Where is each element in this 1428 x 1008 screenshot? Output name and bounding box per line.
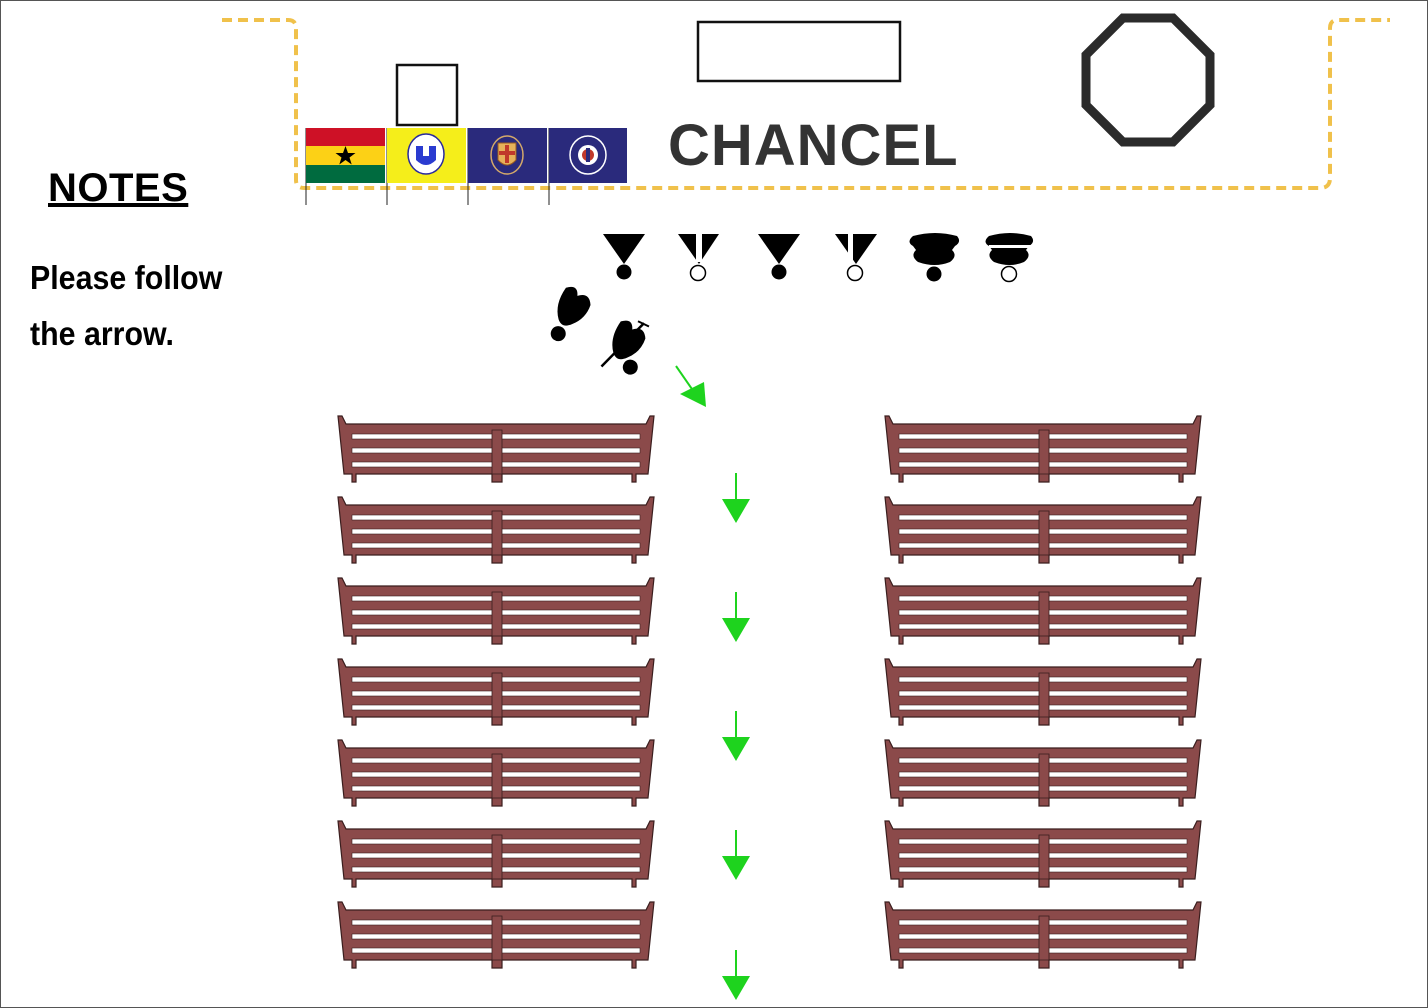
notes-title: NOTES [48,166,189,210]
figure-1-icon [603,234,645,280]
pew-right-3 [884,577,1202,645]
pew-left-2 [337,496,655,564]
lectern-box [395,63,459,127]
aisle-arrow-1-icon [722,473,750,523]
altar-table [696,20,902,83]
aisle-arrow-2-icon [722,592,750,642]
procession-figure-1-icon [550,286,591,342]
figure-3-icon [758,234,800,280]
pew-right-2 [884,496,1202,564]
pew-left-4 [337,658,655,726]
baptismal-font-octagon [1081,13,1215,147]
navy-emblem-flag-icon [548,128,627,205]
pew-right-4 [884,658,1202,726]
procession-figure-2-icon [600,320,650,375]
pew-left-6 [337,820,655,888]
pew-layer [337,415,1202,969]
pew-right-1 [884,415,1202,483]
chancel-boundary [222,18,1390,190]
aisle-arrow-5-icon [722,950,750,1000]
figure-2-icon [678,234,719,282]
diagonal-arrow-icon [675,365,706,407]
notes-body: Please follow the arrow. [30,250,306,362]
pew-right-7 [884,901,1202,969]
navy-shield-flag-icon [467,128,547,205]
figure-4-icon [835,234,877,282]
pew-right-6 [884,820,1202,888]
pew-left-3 [337,577,655,645]
aisle-arrow-4-icon [722,830,750,880]
aisle-arrow-layer [722,473,750,1000]
figure-5-icon [909,233,960,282]
pew-left-7 [337,901,655,969]
pew-left-1 [337,415,655,483]
aisle-arrow-3-icon [722,711,750,761]
pew-right-5 [884,739,1202,807]
yellow-crest-flag-icon [386,128,466,205]
figure-6-icon [985,233,1034,283]
ghana-flag-icon [305,128,385,205]
notes-line-1: Please follow [30,259,223,296]
chancel-label: CHANCEL [668,113,959,178]
pew-left-5 [337,739,655,807]
notes-line-2: the arrow. [30,315,174,352]
